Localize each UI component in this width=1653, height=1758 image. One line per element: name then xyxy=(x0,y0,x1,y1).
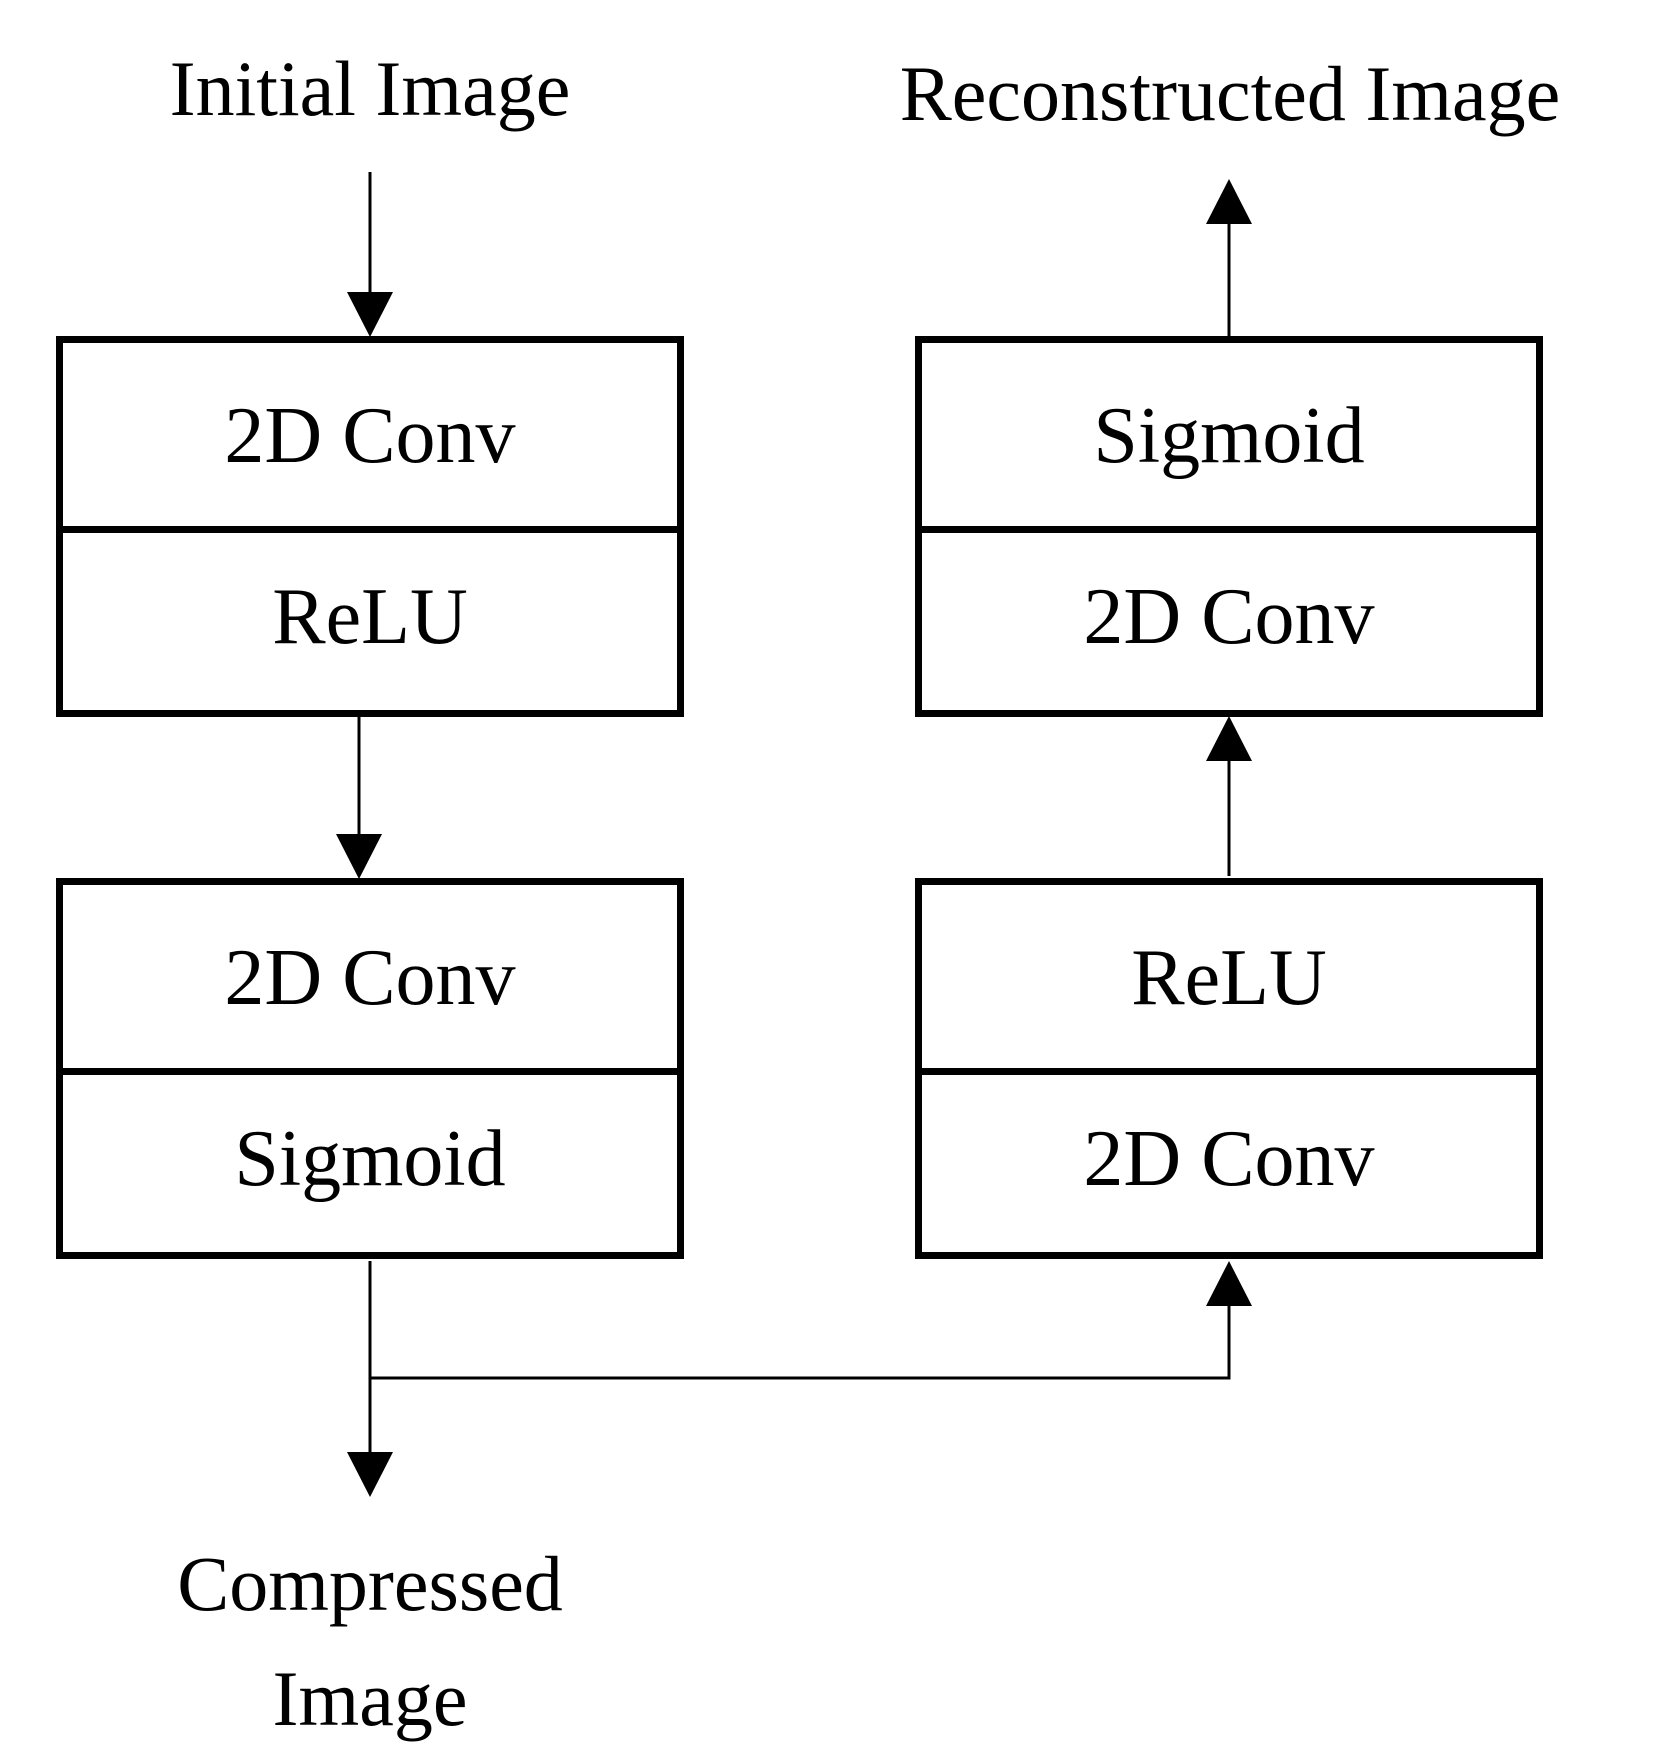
decoder-block-1-top-layer: ReLU xyxy=(1131,934,1327,1022)
encoder-block-1: 2D Conv ReLU xyxy=(56,336,684,717)
decoder-block-2-bottom-layer: 2D Conv xyxy=(1083,573,1375,661)
output-label: Reconstructed Image xyxy=(899,50,1561,137)
arrowhead-encoder-to-compressed xyxy=(347,1452,393,1497)
decoder-block-1: ReLU 2D Conv xyxy=(915,878,1543,1259)
encoder-block-2-divider xyxy=(63,1068,677,1075)
arrowhead-decoder1-to-decoder2 xyxy=(1206,716,1252,761)
arrowhead-decoder-to-output xyxy=(1206,179,1252,224)
encoder-block-1-divider xyxy=(63,526,677,533)
arrowhead-encoder1-to-encoder2 xyxy=(336,834,382,879)
decoder-block-2-divider xyxy=(922,526,1536,533)
compressed-label-line-2: Image xyxy=(272,1655,468,1742)
arrowhead-compressed-to-decoder xyxy=(1206,1261,1252,1306)
arrow-compressed-to-decoder xyxy=(370,1300,1231,1380)
encoder-block-1-bottom-layer: ReLU xyxy=(272,573,468,661)
encoder-block-1-top-layer: 2D Conv xyxy=(224,392,516,480)
decoder-block-1-bottom-layer: 2D Conv xyxy=(1083,1115,1375,1203)
encoder-block-2: 2D Conv Sigmoid xyxy=(56,878,684,1259)
decoder-block-1-divider xyxy=(922,1068,1536,1075)
decoder-block-2: Sigmoid 2D Conv xyxy=(915,336,1543,717)
arrowhead-input-to-encoder xyxy=(347,292,393,337)
decoder-block-2-top-layer: Sigmoid xyxy=(1093,392,1365,480)
encoder-block-2-top-layer: 2D Conv xyxy=(224,934,516,1022)
input-label: Initial Image xyxy=(169,45,571,132)
compressed-label-line-1: Compressed xyxy=(177,1540,563,1627)
encoder-block-2-bottom-layer: Sigmoid xyxy=(234,1115,506,1203)
